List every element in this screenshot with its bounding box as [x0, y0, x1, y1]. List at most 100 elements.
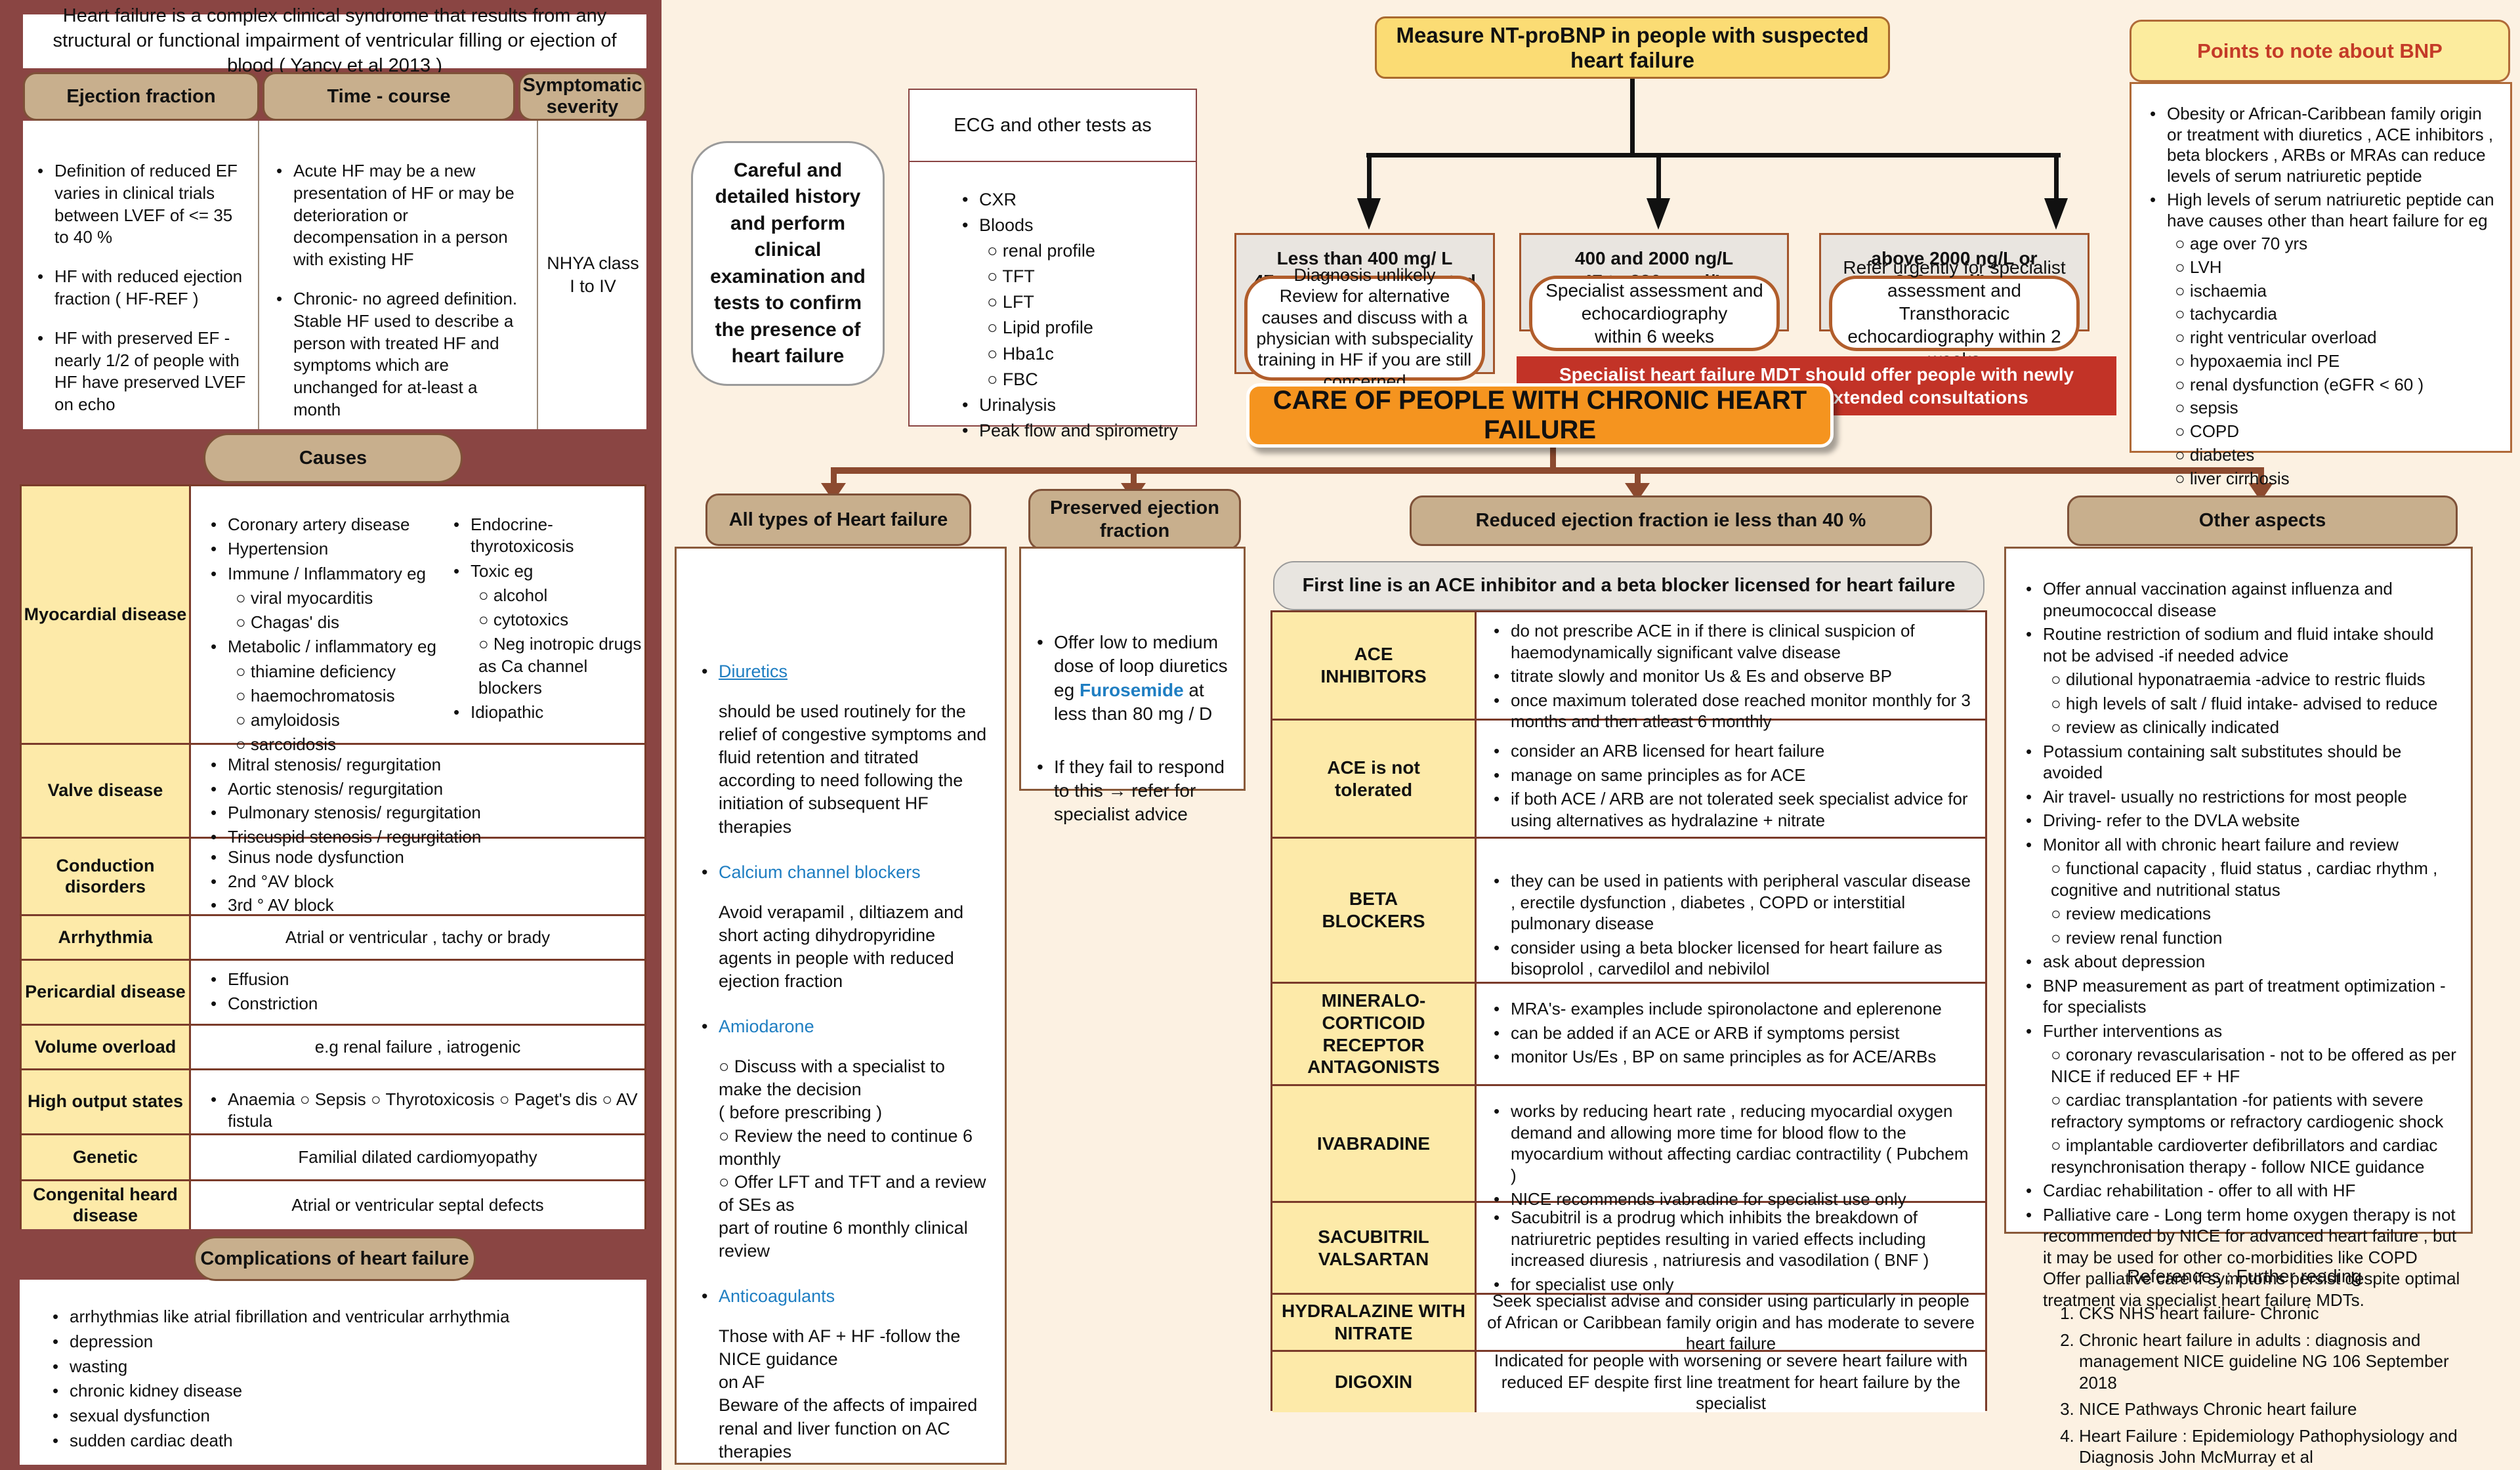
- row-label: IVABRADINE: [1272, 1086, 1477, 1201]
- list-item: ○ viral myocarditis: [236, 587, 373, 608]
- row-label: DIGOXIN: [1272, 1352, 1477, 1412]
- table-row: BETA BLOCKERS they can be used in patien…: [1272, 837, 1985, 982]
- complications-list: arrhythmias like atrial fibrillation and…: [46, 1306, 633, 1452]
- bnp-notes-title: Points to note about BNP: [2130, 20, 2510, 82]
- row-label: Congenital heard disease: [22, 1181, 191, 1229]
- list-item: they can be used in patients with periph…: [1487, 870, 1979, 934]
- list-item: Palliative care - Long term home oxygen …: [2019, 1204, 2460, 1311]
- list-item: Diuretics should be used routinely for t…: [695, 660, 992, 839]
- branch-header-preserved-ef: Preserved ejection fraction: [1028, 489, 1241, 550]
- complications-box: arrhythmias like atrial fibrillation and…: [20, 1280, 646, 1465]
- connector-line: [1656, 158, 1661, 198]
- list-item: Pulmonary stenosis/ regurgitation: [204, 802, 481, 824]
- furosemide-link[interactable]: Furosemide: [1079, 679, 1184, 700]
- ace-not-tolerated-list: consider an ARB licensed for heart failu…: [1487, 740, 1979, 831]
- list-item: ○ Hba1c: [987, 343, 1054, 364]
- table-row: Myocardial disease Coronary artery disea…: [22, 486, 644, 754]
- list-item: Heart Failure : Epidemiology Pathophysio…: [2079, 1425, 2468, 1468]
- row-label: Valve disease: [22, 745, 191, 837]
- mra-list: MRA's- examples include spironolactone a…: [1487, 998, 1979, 1068]
- preserved-ef-list: Offer low to medium dose of loop diureti…: [1030, 631, 1233, 827]
- list-item: ○ Chagas' dis: [236, 612, 339, 633]
- connector-line: [1630, 79, 1635, 153]
- list-item: Effusion: [204, 969, 318, 990]
- ace-inhibitors-list: do not prescribe ACE in if there is clin…: [1487, 620, 1979, 732]
- ivabradine-list: works by reducing heart rate , reducing …: [1487, 1101, 1979, 1210]
- list-item: ○ cytotoxics: [478, 610, 569, 630]
- list-item: wasting: [46, 1356, 633, 1378]
- table-row: Arrhythmia Atrial or ventricular , tachy…: [22, 914, 644, 959]
- list-item: ○ review renal function: [2051, 927, 2223, 948]
- list-item: Offer annual vaccination against influen…: [2019, 578, 2460, 621]
- list-item: chronic kidney disease: [46, 1380, 633, 1402]
- anticoagulants-link[interactable]: Anticoagulants: [719, 1286, 835, 1307]
- list-item: monitor Us/Es , BP on same principles as…: [1487, 1046, 1979, 1068]
- list-item: Urinalysis: [956, 394, 1189, 417]
- valve-list: Mitral stenosis/ regurgitationAortic ste…: [204, 754, 481, 847]
- table-row: Conduction disorders Sinus node dysfunct…: [22, 837, 644, 916]
- list-item: Acute HF may be a new presentation of HF…: [270, 160, 525, 271]
- list-item: ○ hypoxaemia incl PE: [2175, 350, 2340, 371]
- diuretics-link[interactable]: Diuretics: [719, 662, 788, 681]
- calcium-channel-blockers-link[interactable]: Calcium channel blockers: [719, 862, 921, 882]
- col-header-time-course: Time - course: [262, 72, 515, 121]
- time-course-list: Acute HF may be a new presentation of HF…: [270, 160, 525, 421]
- table-row: Valve disease Mitral stenosis/ regurgita…: [22, 743, 644, 847]
- connector-line: [2258, 474, 2264, 484]
- list-item: ○ implantable cardioverter defibrillator…: [2051, 1135, 2438, 1177]
- list-item: once maximum tolerated dose reached moni…: [1487, 690, 1979, 732]
- row-label: Conduction disorders: [22, 839, 191, 914]
- section-text: ○ Discuss with a specialist to make the …: [719, 1057, 986, 1261]
- list-item: 3rd ° AV block: [204, 894, 404, 916]
- bnp-branch-high-body: Refer urgently for specialist assessment…: [1829, 257, 2080, 369]
- row-label: Genetic: [22, 1135, 191, 1179]
- list-item: Chronic- no agreed definition. Stable HF…: [270, 288, 525, 421]
- table-row: HYDRALAZINE WITH NITRATE Seek specialist…: [1272, 1291, 1985, 1353]
- list-item: for specialist use only: [1487, 1274, 1979, 1295]
- list-item: HF with preserved EF - nearly 1/2 of peo…: [31, 327, 246, 416]
- list-item: ○ TFT: [987, 266, 1035, 287]
- references-block: CKS NHS heart failure- ChronicChronic he…: [2028, 1303, 2468, 1467]
- list-item: can be added if an ACE or ARB if symptom…: [1487, 1022, 1979, 1044]
- list-item: ask about depression: [2019, 951, 2460, 973]
- list-item: ○ renal profile: [987, 241, 1095, 261]
- table-row: Pericardial disease EffusionConstriction: [22, 959, 644, 1024]
- bnp-notes-box: Obesity or African-Caribbean family orig…: [2130, 82, 2512, 488]
- list-item: Monitor all with chronic heart failure a…: [2019, 834, 2460, 856]
- branch-header-all-types: All types of Heart failure: [705, 494, 971, 546]
- connector-line: [1131, 474, 1137, 484]
- list-item: Amiodarone ○ Discuss with a specialist t…: [695, 1015, 992, 1263]
- list-item: ○ cardiac transplantation -for patients …: [2051, 1090, 2444, 1131]
- first-line-banner: First line is an ACE inhibitor and a bet…: [1273, 561, 1984, 610]
- list-item: If they fail to respond to this → refer …: [1030, 755, 1233, 827]
- list-item: depression: [46, 1331, 633, 1353]
- connector-line: [1366, 153, 2061, 158]
- list-item: Further interventions as: [2019, 1020, 2460, 1042]
- row-label: ACE is not tolerated: [1272, 721, 1477, 837]
- amiodarone-link[interactable]: Amiodarone: [719, 1017, 814, 1037]
- table-row: IVABRADINE works by reducing heart rate …: [1272, 1084, 1985, 1209]
- list-item: ○ high levels of salt / fluid intake- ad…: [2051, 693, 2438, 713]
- list-item: ○ Lipid profile: [987, 318, 1093, 338]
- ecg-list: CXRBloods○ renal profile○ TFT○ LFT○ Lipi…: [910, 162, 1196, 442]
- table-row: DIGOXIN Indicated for people with worsen…: [1272, 1350, 1985, 1413]
- list-item: manage on same principles as for ACE: [1487, 765, 1979, 786]
- list-item: sudden cardiac death: [46, 1430, 633, 1452]
- list-item: consider using a beta blocker licensed f…: [1487, 937, 1979, 980]
- row-label: BETA BLOCKERS: [1272, 839, 1477, 982]
- table-row: ACE INHIBITORS do not prescribe ACE in i…: [1272, 612, 1985, 731]
- list-item: Calcium channel blockers Avoid verapamil…: [695, 861, 992, 993]
- list-item: ○ sepsis: [2175, 398, 2238, 418]
- table-row: MINERALO- CORTICOID RECEPTOR ANTAGONISTS…: [1272, 982, 1985, 1084]
- list-item: NICE recommends ivabradine for specialis…: [1487, 1188, 1979, 1210]
- other-aspects-box: Offer annual vaccination against influen…: [2004, 547, 2473, 1310]
- pericardial-list: EffusionConstriction: [204, 969, 318, 1024]
- list-item: High levels of serum natriuretic peptide…: [2143, 190, 2501, 231]
- row-text: Familial dilated cardiomyopathy: [298, 1147, 537, 1167]
- bnp-branch-mid-body: Specialist assessment and echocardiograp…: [1529, 276, 1780, 351]
- list-item: Definition of reduced EF varies in clini…: [31, 160, 246, 249]
- intro-text: Heart failure is a complex clinical synd…: [23, 5, 646, 76]
- connector-line: [1635, 474, 1641, 484]
- classification-body: Definition of reduced EF varies in clini…: [23, 121, 646, 429]
- list-item: ○ LVH: [2175, 257, 2222, 278]
